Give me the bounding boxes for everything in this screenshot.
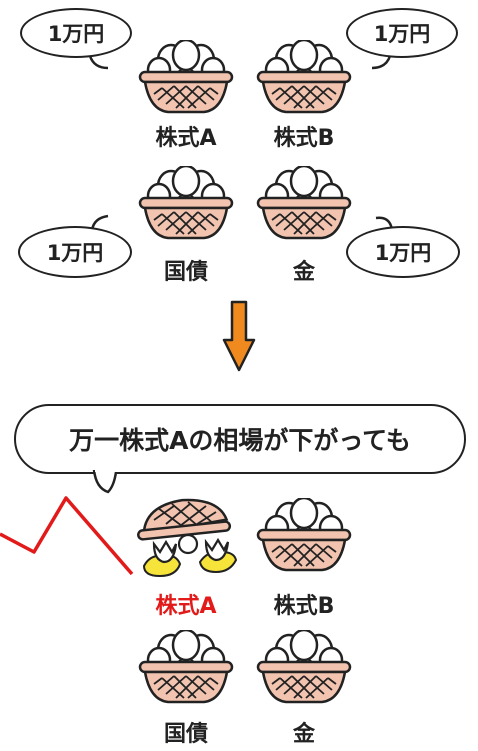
amount-bubble-bond: 1万円 [18,226,132,278]
egg-basket-icon [256,630,352,704]
label-stock-a: 株式A [155,126,217,151]
amount-bubble-gold: 1万円 [346,226,460,278]
falling-chart-line [0,496,134,576]
label-stock-b: 株式B [273,126,335,151]
message-bubble: 万一株式Aの相場が下がっても [14,404,466,474]
label-stock-a-fallen: 株式A [155,594,217,619]
label-stock-b: 株式B [273,594,335,619]
egg-basket-icon [256,40,352,114]
amount-bubble-stock-a: 1万円 [20,8,132,58]
label-bond: 国債 [163,722,208,747]
broken-basket-icon [137,498,238,578]
bubble-tail-icon [371,55,392,70]
bubble-tail-icon [92,470,118,494]
down-arrow-icon [222,300,256,372]
label-bond: 国債 [163,260,208,285]
bubble-tail-icon [88,55,109,70]
egg-basket-icon [138,40,234,114]
label-gold: 金 [292,260,315,285]
egg-basket-icon [256,166,352,240]
amount-bubble-stock-b: 1万円 [346,8,458,58]
egg-basket-icon [256,498,352,572]
label-gold: 金 [292,722,315,747]
egg-basket-icon [138,166,234,240]
egg-basket-icon [138,630,234,704]
